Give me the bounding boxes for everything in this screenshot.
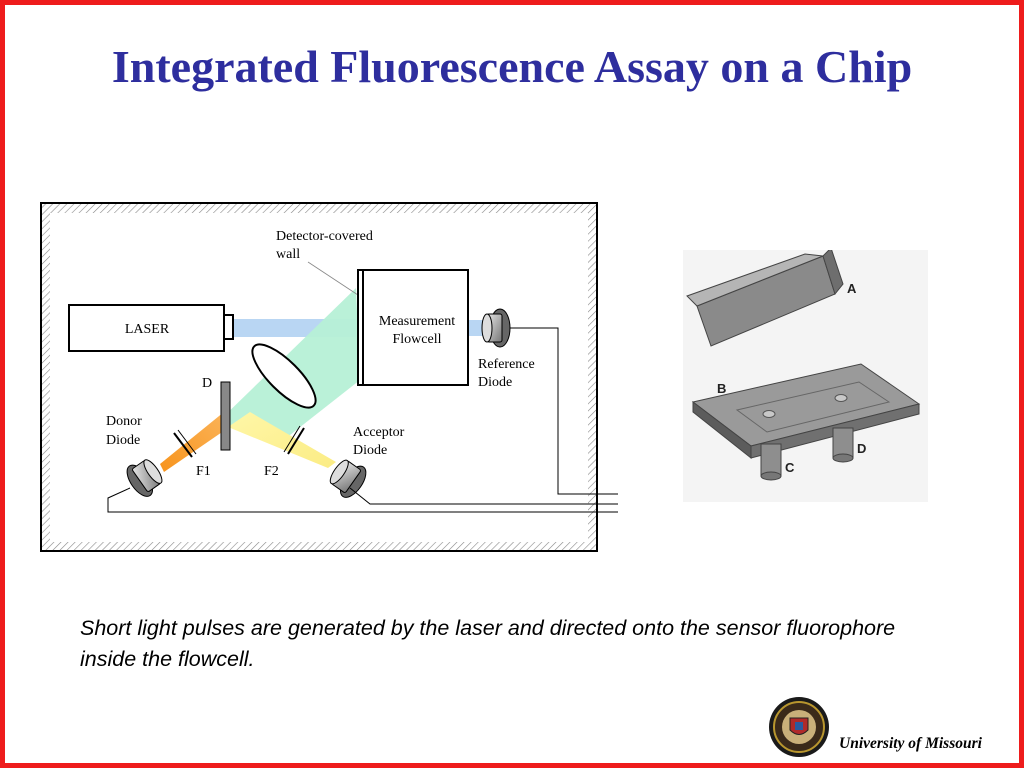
slide-title: Integrated Fluorescence Assay on a Chip	[111, 41, 913, 92]
donor-diode-label-line2: Diode	[106, 433, 140, 448]
acceptor-beam	[228, 412, 336, 468]
signal-wires	[107, 327, 618, 513]
footer-university-name: University of Missouri	[839, 735, 982, 752]
lens	[251, 343, 317, 409]
dichroic-mirror	[220, 381, 231, 451]
flowcell-label-line2: Flowcell	[393, 332, 442, 347]
chip-label-c: C	[785, 460, 795, 475]
f1-label: F1	[196, 464, 211, 479]
chip-part-d	[832, 427, 854, 463]
detector-wall-pointer	[307, 261, 359, 296]
d-label: D	[202, 376, 212, 391]
reference-diode-label-line2: Diode	[478, 375, 512, 390]
reference-diode-icon	[481, 308, 511, 348]
optical-setup-diagram: LASER Detector-covered wall Measurement …	[40, 202, 618, 552]
chip-part-c	[760, 443, 782, 481]
laser-aperture	[223, 314, 234, 340]
chip-label-d: D	[857, 441, 866, 456]
laser-box	[68, 304, 225, 352]
flowcell-box	[357, 269, 469, 386]
chip-part-a	[686, 250, 844, 347]
donor-diode-label-line1: Donor	[106, 414, 142, 429]
donor-beam	[160, 412, 228, 472]
chip-label-a: A	[847, 281, 857, 296]
detector-wall-label-line1: Detector-covered	[276, 229, 373, 244]
donor-diode-icon	[126, 459, 163, 497]
chip-label-b: B	[717, 381, 726, 396]
slide-caption: Short light pulses are generated by the …	[80, 616, 896, 671]
f2-label: F2	[264, 464, 279, 479]
laser-label: LASER	[125, 322, 170, 337]
filter-f2	[287, 427, 305, 455]
chip-3d-figure: A B C D	[683, 250, 928, 502]
filter-f1	[173, 432, 193, 458]
flowcell-label-line1: Measurement	[379, 314, 455, 329]
acceptor-diode-label-line1: Acceptor	[353, 425, 405, 440]
detector-wall-label-line2: wall	[276, 247, 300, 262]
university-seal-icon	[769, 697, 829, 757]
acceptor-diode-label-line2: Diode	[353, 443, 387, 458]
reference-diode-label-line1: Reference	[478, 357, 535, 372]
acceptor-diode-icon	[329, 459, 367, 498]
